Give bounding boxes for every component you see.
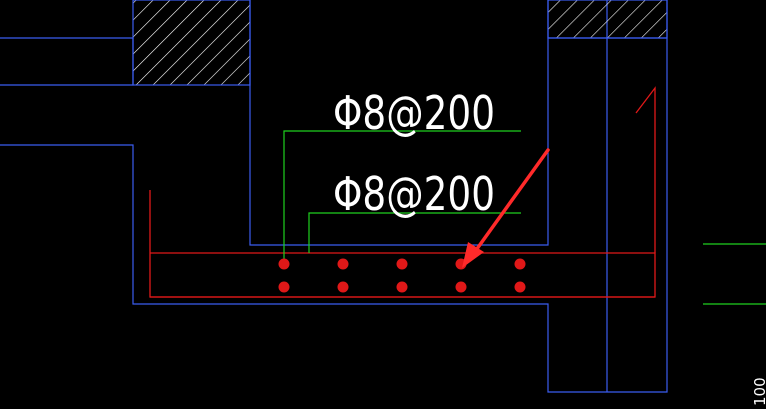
slab-rebar-outline <box>149 86 656 298</box>
leader-lines <box>283 130 766 305</box>
rebar-dot-bottom-3 <box>396 281 408 293</box>
left-column-hatch <box>132 0 251 86</box>
rebar-dot-bottom-1 <box>278 281 290 293</box>
bottom-label-leader <box>308 212 521 253</box>
bottom-rebar-label: Φ8@200 <box>333 167 495 221</box>
rebar-dot-top-3 <box>396 258 408 270</box>
top-rebar-label: Φ8@200 <box>333 86 495 140</box>
rebar-dot-bottom-2 <box>337 281 349 293</box>
arrow-head <box>462 242 484 268</box>
central-column-outline <box>249 0 549 246</box>
rebar-dot-bottom-5 <box>514 281 526 293</box>
left-upper-wall-outline <box>0 37 134 86</box>
right-column-hatch <box>547 0 668 39</box>
rebar-dots <box>278 258 526 293</box>
rebar-dot-top-5 <box>514 258 526 270</box>
top-label-leader <box>283 130 521 262</box>
rebar-dot-top-2 <box>337 258 349 270</box>
rebar-dot-top-1 <box>278 258 290 270</box>
arrow-shaft <box>472 148 550 255</box>
hatched-sections <box>132 0 668 86</box>
edge-dimension-text: 100 <box>751 377 766 406</box>
pointer-arrow <box>462 148 550 268</box>
left-beam-outline <box>0 0 668 393</box>
rebar-dot-bottom-4 <box>455 281 467 293</box>
right-hook-bar <box>635 86 656 253</box>
